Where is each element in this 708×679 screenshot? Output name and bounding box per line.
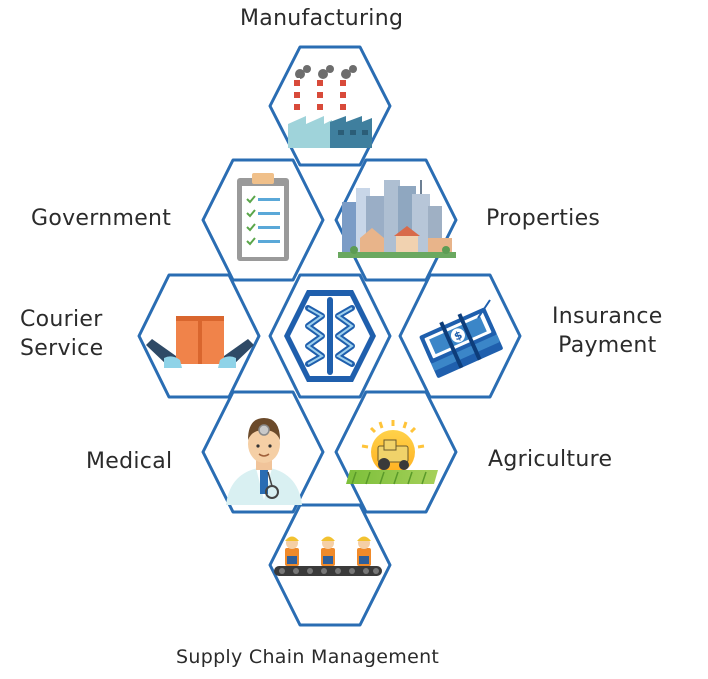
package-hands-icon (146, 316, 254, 368)
label-properties: Properties (486, 206, 601, 231)
label-supply-chain: Supply Chain Management (176, 646, 440, 668)
label-courier-line1: Courier (20, 307, 103, 332)
doctor-icon (226, 418, 302, 505)
label-manufacturing: Manufacturing (240, 6, 404, 31)
label-courier-line2: Service (20, 335, 104, 361)
assembly-line-workers-icon (274, 536, 382, 576)
money-stack-icon: $ (419, 299, 503, 378)
label-government: Government (31, 206, 172, 231)
label-insurance-line1: Insurance (552, 304, 663, 329)
factory-icon (288, 65, 372, 148)
harvest-tractor-icon (346, 420, 438, 485)
label-courier-service: Courier Service (20, 306, 103, 363)
label-insurance-line2: Payment (558, 332, 657, 358)
label-medical: Medical (86, 449, 173, 474)
hexagon-logo-icon (284, 290, 376, 382)
clipboard-checklist-icon (237, 173, 289, 261)
city-buildings-icon (338, 180, 456, 258)
label-insurance-payment: Insurance Payment (552, 303, 663, 360)
label-agriculture: Agriculture (488, 447, 613, 472)
